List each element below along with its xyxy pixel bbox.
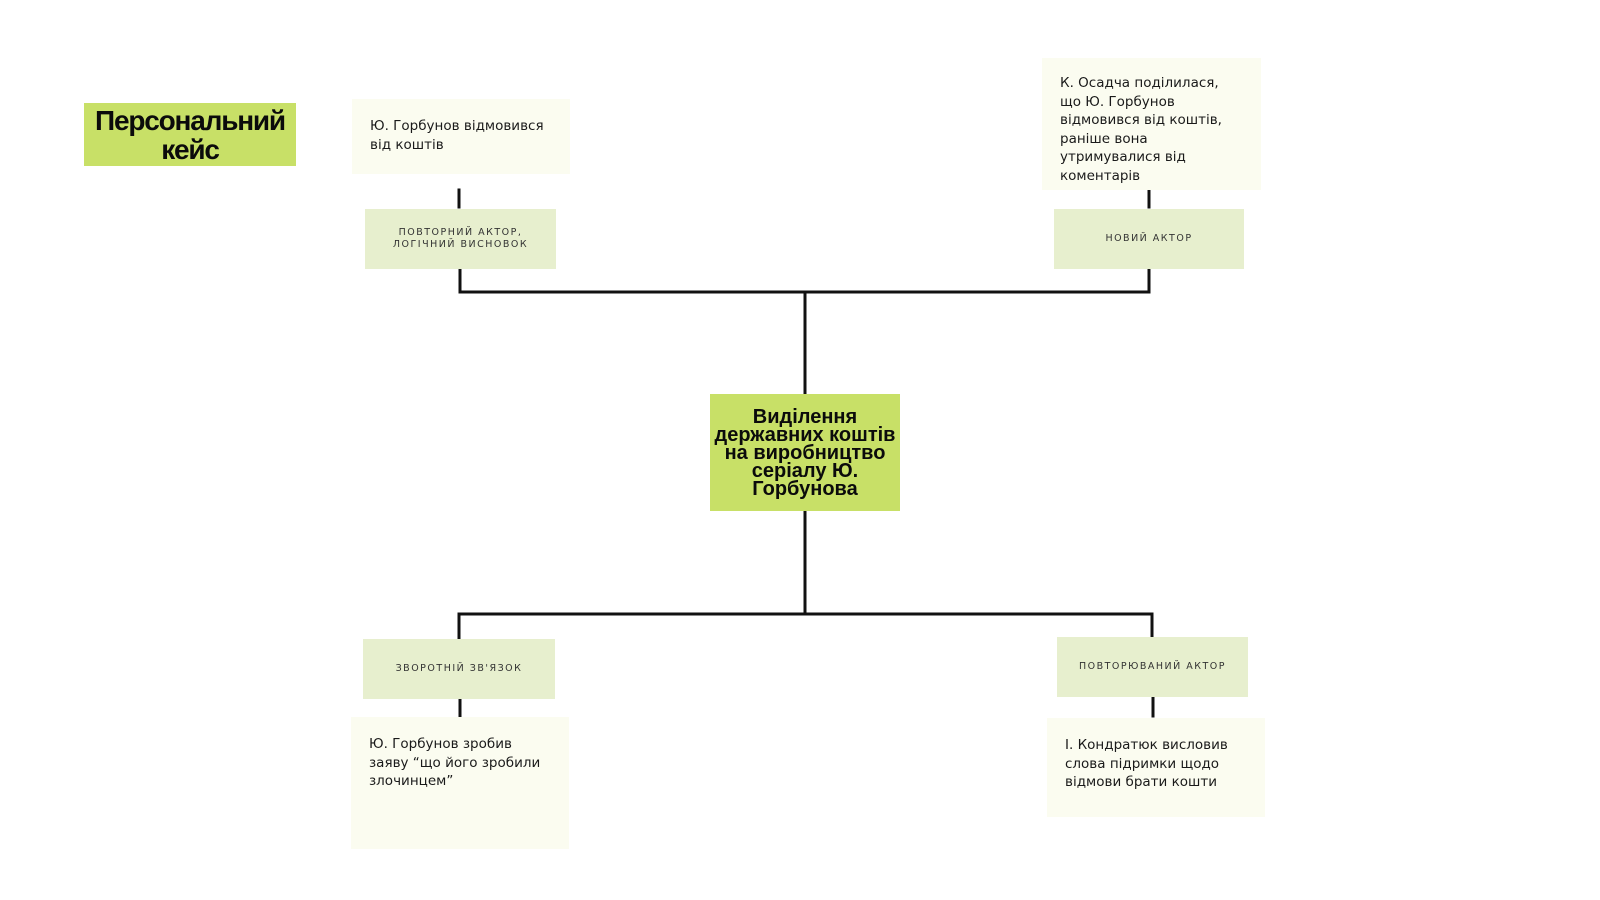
note-top-left: Ю. Горбунов відмовився від коштів (352, 99, 570, 174)
page-title: Персональний кейс (84, 103, 296, 166)
label-bottom-left: ЗВОРОТНІЙ ЗВ'ЯЗОК (363, 639, 555, 699)
note-bottom-left: Ю. Горбунов зробив заяву “що його зробил… (351, 717, 569, 849)
note-bottom-right: І. Кондратюк висловив слова підримки щод… (1047, 718, 1265, 817)
label-top-left: ПОВТОРНИЙ АКТОР, ЛОГІЧНИЙ ВИСНОВОК (365, 209, 556, 269)
central-node: Виділення державних коштів на виробництв… (710, 394, 900, 511)
label-bottom-right: ПОВТОРЮВАНИЙ АКТОР (1057, 637, 1248, 697)
label-top-right: НОВИЙ АКТОР (1054, 209, 1244, 269)
note-top-right: К. Осадча поділилася, що Ю. Горбунов від… (1042, 58, 1261, 190)
